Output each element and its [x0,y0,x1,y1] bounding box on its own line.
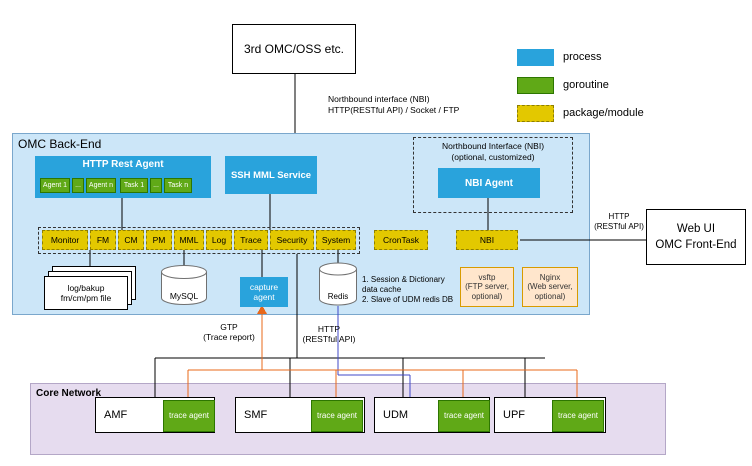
http-right-line1: HTTP [608,212,630,221]
web-ui-line2: OMC Front-End [655,239,737,251]
upf-label: UPF [503,409,525,421]
module-pm: PM [146,230,172,250]
gtp-line2: (Trace report) [203,332,255,342]
http-mid-line2: (RESTful API) [302,334,356,344]
trace-agent-upf: trace agent [552,400,604,432]
task-cell: Task 1 [120,178,148,193]
database-cylinder-icon [319,262,357,306]
module-cm: CM [118,230,144,250]
vsftp-line3: optional) [471,291,503,301]
smf-label: SMF [244,409,268,421]
ssh-mml-service-box: SSH MML Service [225,156,317,194]
redis-note: 1. Session & Dictionary data cache 2. Sl… [362,275,453,305]
nginx-line1: Nginx [539,272,561,282]
goroutine-swatch-icon [517,77,554,94]
nbi-group-title: Northbound Interface (NBI) (optional, cu… [413,141,573,163]
mysql-db: MySQL [160,264,208,306]
package-swatch-icon [517,105,554,122]
nginx-line2: (Web server, [527,282,573,292]
capture-agent-box: capture agent [240,277,288,307]
trace-agent-smf: trace agent [311,400,363,432]
omc-backend-title: OMC Back-End [18,137,102,151]
modules-group-box [38,227,360,254]
gtp-label: GTP (Trace report) [198,322,260,342]
redis-note-line3: 2. Slave of UDM redis DB [362,295,454,304]
module-system: System [316,230,356,250]
module-fm: FM [90,230,116,250]
legend-package-label: package/module [563,107,644,119]
nbi-note: Northbound interface (NBI) HTTP(RESTful … [328,94,459,116]
agent-cell: Agent n [86,178,116,193]
task-ellipsis-cell: ... [150,178,162,193]
vsftp-box: vsftp (FTP server, optional) [460,267,514,307]
agent-cell: Agent 1 [40,178,70,193]
nbi-group-title-line2: (optional, customized) [451,152,535,162]
vsftp-line2: (FTP server, [465,282,509,292]
nbi-agent-box: NBI Agent [438,168,540,198]
external-omc-box: 3rd OMC/OSS etc. [232,24,356,74]
http-restful-mid-label: HTTP (RESTful API) [300,324,358,344]
nginx-box: Nginx (Web server, optional) [522,267,578,307]
module-trace: Trace [234,230,268,250]
http-right-line2: (RESTful API) [594,222,644,231]
trace-agent-udm: trace agent [438,400,490,432]
module-nbi: NBI [456,230,518,250]
http-mid-line1: HTTP [317,324,341,334]
nbi-group-title-line1: Northbound Interface (NBI) [441,141,545,151]
trace-agent-amf: trace agent [163,400,215,432]
redis-note-line1: 1. Session & Dictionary [362,275,445,284]
redis-label: Redis [327,292,349,301]
log-file-box: log/bakup fm/cm/pm file [44,276,128,310]
nginx-line3: optional) [534,291,566,301]
http-restful-right-label: HTTP (RESTful API) [592,212,646,232]
web-ui-line1: Web UI [676,223,716,235]
web-ui-box: Web UI OMC Front-End [646,209,746,265]
database-cylinder-icon [161,265,207,305]
amf-label: AMF [104,409,128,421]
arrow-up-icon [257,305,267,314]
gtp-line1: GTP [220,322,238,332]
external-omc-label: 3rd OMC/OSS etc. [243,42,345,56]
redis-db: Redis [318,262,358,306]
mysql-label: MySQL [169,291,199,301]
http-rest-agent-title: HTTP Rest Agent [82,159,164,170]
task-cell: Task n [164,178,192,193]
legend-process-label: process [563,51,602,63]
core-network-title: Core Network [36,388,102,399]
agent-ellipsis-cell: ... [72,178,84,193]
module-mml: MML [174,230,204,250]
legend-goroutine-label: goroutine [563,79,609,91]
module-monitor: Monitor [42,230,88,250]
nbi-note-line2: HTTP(RESTful API) / Socket / FTP [328,105,460,115]
nbi-group-box [413,137,573,213]
process-swatch-icon [517,49,554,66]
log-file-line2: fm/cm/pm file [60,293,112,303]
module-security: Security [270,230,314,250]
module-crontask: CronTask [374,230,428,250]
nbi-note-line1: Northbound interface (NBI) [328,94,430,104]
redis-note-line2: data cache [362,285,402,294]
module-log: Log [206,230,232,250]
vsftp-line1: vsftp [478,272,496,282]
log-file-line1: log/bakup [67,283,105,293]
udm-label: UDM [383,409,409,421]
